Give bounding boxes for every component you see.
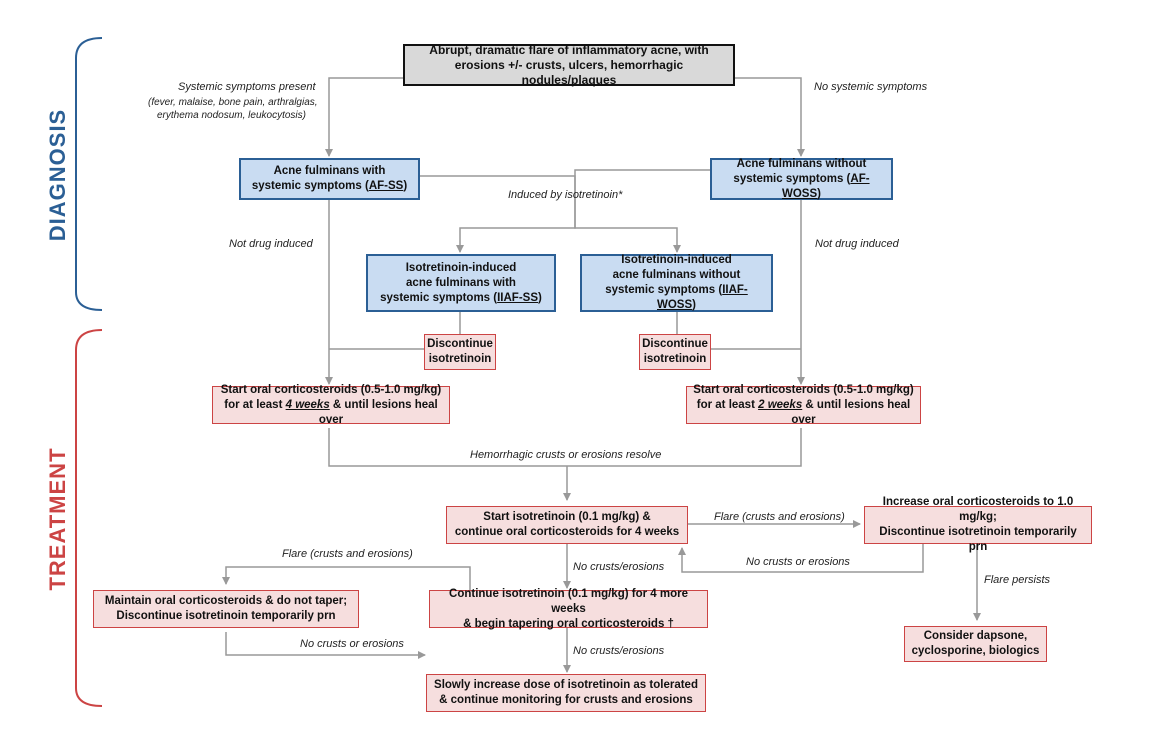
label-flare-right: Flare (crusts and erosions): [714, 511, 845, 523]
increase-steroids-node: Increase oral corticosteroids to 1.0 mg/…: [864, 496, 1092, 553]
iiafss-node: Isotretinoin-induced acne fulminans with…: [366, 254, 556, 312]
consider-line-1: Consider dapsone,: [923, 630, 1028, 642]
iiafss-line-3: systemic symptoms (IIAF-SS): [380, 291, 542, 304]
steroid-left-line-2: for at least 4 weeks & until lesions hea…: [224, 398, 438, 426]
steroid-right-line-1: Start oral corticosteroids (0.5-1.0 mg/k…: [693, 383, 914, 396]
continue-isotretinoin-node: Continue isotretinoin (0.1 mg/kg) for 4 …: [429, 587, 708, 630]
steroid-left-duration: 4 weeks: [285, 398, 330, 411]
disc-right-line-2: isotretinoin: [643, 353, 707, 365]
iiafss-abbr: IIAF-SS: [497, 291, 538, 304]
arrow-steroids-merge: [328, 428, 802, 500]
iiafwoss-line-2: acne fulminans without: [612, 269, 741, 281]
label-no-systemic: No systemic symptoms: [814, 81, 928, 93]
arrow-flare-left: [222, 566, 471, 590]
maintain-line-1: Maintain oral corticosteroids & do not t…: [104, 595, 348, 607]
start-line-1: Abrupt, dramatic flare of inflammatory a…: [429, 42, 709, 57]
afss-line-1: Acne fulminans with: [273, 165, 386, 177]
label-flare-persists: Flare persists: [984, 574, 1051, 586]
discontinue-left-node: Discontinue isotretinoin: [424, 334, 496, 370]
label-systemic-present: Systemic symptoms present: [178, 81, 316, 93]
iiafwoss-abbr: IIAF-WOSS: [657, 284, 748, 311]
label-not-drug-left: Not drug induced: [229, 238, 313, 250]
arrow-back-to-start: [678, 544, 924, 573]
arrow-start-to-afwoss: [735, 77, 805, 157]
disc-left-line-2: isotretinoin: [428, 353, 492, 365]
arrow-afwoss-to-iiafwoss: [574, 169, 710, 253]
afss-abbr: AF-SS: [368, 180, 404, 192]
maintain-steroids-node: Maintain oral corticosteroids & do not t…: [93, 590, 359, 628]
start-isotretinoin-node: Start isotretinoin (0.1 mg/kg) & continu…: [446, 506, 688, 544]
diagnosis-title: DIAGNOSIS: [45, 108, 70, 242]
steroid-right-duration: 2 weeks: [758, 398, 803, 411]
slowly-line-1: Slowly increase dose of isotretinoin as …: [434, 679, 698, 691]
consider-alternatives-node: Consider dapsone, cyclosporine, biologic…: [904, 626, 1047, 662]
afss-node: Acne fulminans with systemic symptoms (A…: [239, 158, 420, 200]
label-no-crusts-or-right: No crusts or erosions: [746, 556, 850, 568]
iiafss-line-2: acne fulminans with: [406, 276, 516, 289]
label-no-crusts-2: No crusts/erosions: [573, 645, 665, 657]
afwoss-line-2: systemic symptoms (AF-WOSS): [733, 172, 870, 200]
steroid-right-line-2: for at least 2 weeks & until lesions hea…: [696, 398, 911, 426]
disc-right-line-1: Discontinue: [642, 338, 708, 350]
continue-iso-line-2: & begin tapering oral corticosteroids †: [463, 617, 674, 630]
label-not-drug-right: Not drug induced: [815, 238, 899, 250]
iiafwoss-line-1: Isotretinoin-induced: [621, 254, 732, 266]
afwoss-line-1: Acne fulminans without: [736, 157, 867, 170]
label-flare-left: Flare (crusts and erosions): [282, 548, 413, 560]
disc-left-line-1: Discontinue: [427, 338, 493, 350]
treatment-bracket: [75, 329, 103, 707]
iiafss-line-1: Isotretinoin-induced: [405, 261, 517, 274]
arrow-no-crusts-left: [225, 632, 426, 659]
label-systemic-detail-1: (fever, malaise, bone pain, arthralgias,: [148, 97, 318, 108]
iiafwoss-line-3: systemic symptoms (IIAF-WOSS): [605, 284, 748, 311]
start-iso-line-1: Start isotretinoin (0.1 mg/kg) &: [483, 511, 651, 523]
afss-line-2: systemic symptoms (AF-SS): [251, 180, 408, 192]
treatment-title: TREATMENT: [45, 447, 70, 591]
arrow-start-to-afss: [325, 77, 403, 157]
maintain-line-2: Discontinue isotretinoin temporarily prn: [116, 610, 336, 622]
diagnosis-bracket: [75, 37, 103, 311]
slowly-increase-node: Slowly increase dose of isotretinoin as …: [426, 674, 706, 712]
continue-iso-line-1: Continue isotretinoin (0.1 mg/kg) for 4 …: [449, 587, 688, 615]
consider-line-2: cyclosporine, biologics: [911, 645, 1040, 657]
start-node: Abrupt, dramatic flare of inflammatory a…: [403, 42, 735, 87]
label-no-crusts-1: No crusts/erosions: [573, 561, 665, 573]
iiafwoss-node: Isotretinoin-induced acne fulminans with…: [580, 254, 773, 312]
steroid-left-line-1: Start oral corticosteroids (0.5-1.0 mg/k…: [220, 383, 442, 396]
start-line-2: erosions +/- crusts, ulcers, hemorrhagic…: [454, 57, 684, 87]
increase-line-1: Increase oral corticosteroids to 1.0 mg/…: [882, 496, 1074, 523]
start-iso-line-2: continue oral corticosteroids for 4 week…: [454, 526, 680, 538]
label-no-crusts-or-left: No crusts or erosions: [300, 638, 404, 650]
label-hemorrhagic: Hemorrhagic crusts or erosions resolve: [470, 449, 662, 461]
label-induced: Induced by isotretinoin*: [508, 189, 623, 201]
increase-line-2: Discontinue isotretinoin temporarily prn: [879, 526, 1077, 553]
steroid-left-node: Start oral corticosteroids (0.5-1.0 mg/k…: [212, 383, 450, 426]
label-systemic-detail-2: erythema nodosum, leukocytosis): [157, 110, 306, 121]
afwoss-node: Acne fulminans without systemic symptoms…: [710, 158, 893, 200]
steroid-right-node: Start oral corticosteroids (0.5-1.0 mg/k…: [686, 383, 921, 426]
discontinue-right-node: Discontinue isotretinoin: [639, 334, 711, 370]
afwoss-abbr: AF-WOSS: [782, 172, 870, 200]
slowly-line-2: & continue monitoring for crusts and ero…: [439, 694, 693, 706]
